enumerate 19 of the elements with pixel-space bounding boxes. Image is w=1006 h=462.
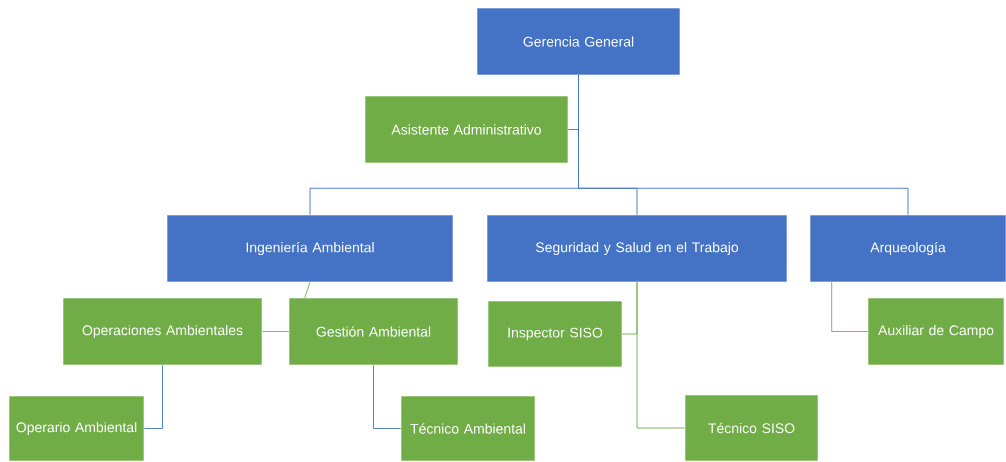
connector-line [143, 364, 163, 429]
department-box: Ingeniería Ambiental [166, 214, 454, 283]
connector-line [636, 281, 686, 429]
connector-line [578, 74, 909, 216]
position-box: Auxiliar de Campo [867, 297, 1005, 366]
connector-line [304, 281, 311, 299]
position-box: Inspector SISO [487, 300, 623, 368]
connector-line [831, 281, 869, 332]
position-box: Técnico Ambiental [400, 395, 536, 462]
manager-box: Gerencia General [476, 7, 681, 76]
unit-box: Gestión Ambiental [288, 297, 459, 366]
position-box: Operario Ambiental [8, 395, 145, 462]
department-box: Seguridad y Salud en el Trabajo [486, 214, 788, 283]
assistant-box: Asistente Administrativo [364, 95, 569, 164]
connector-line [373, 364, 402, 429]
connector-line [261, 331, 290, 332]
department-box: Arqueología [809, 214, 1006, 283]
position-box: Técnico SISO [684, 394, 819, 462]
unit-box: Operaciones Ambientales [62, 297, 263, 366]
